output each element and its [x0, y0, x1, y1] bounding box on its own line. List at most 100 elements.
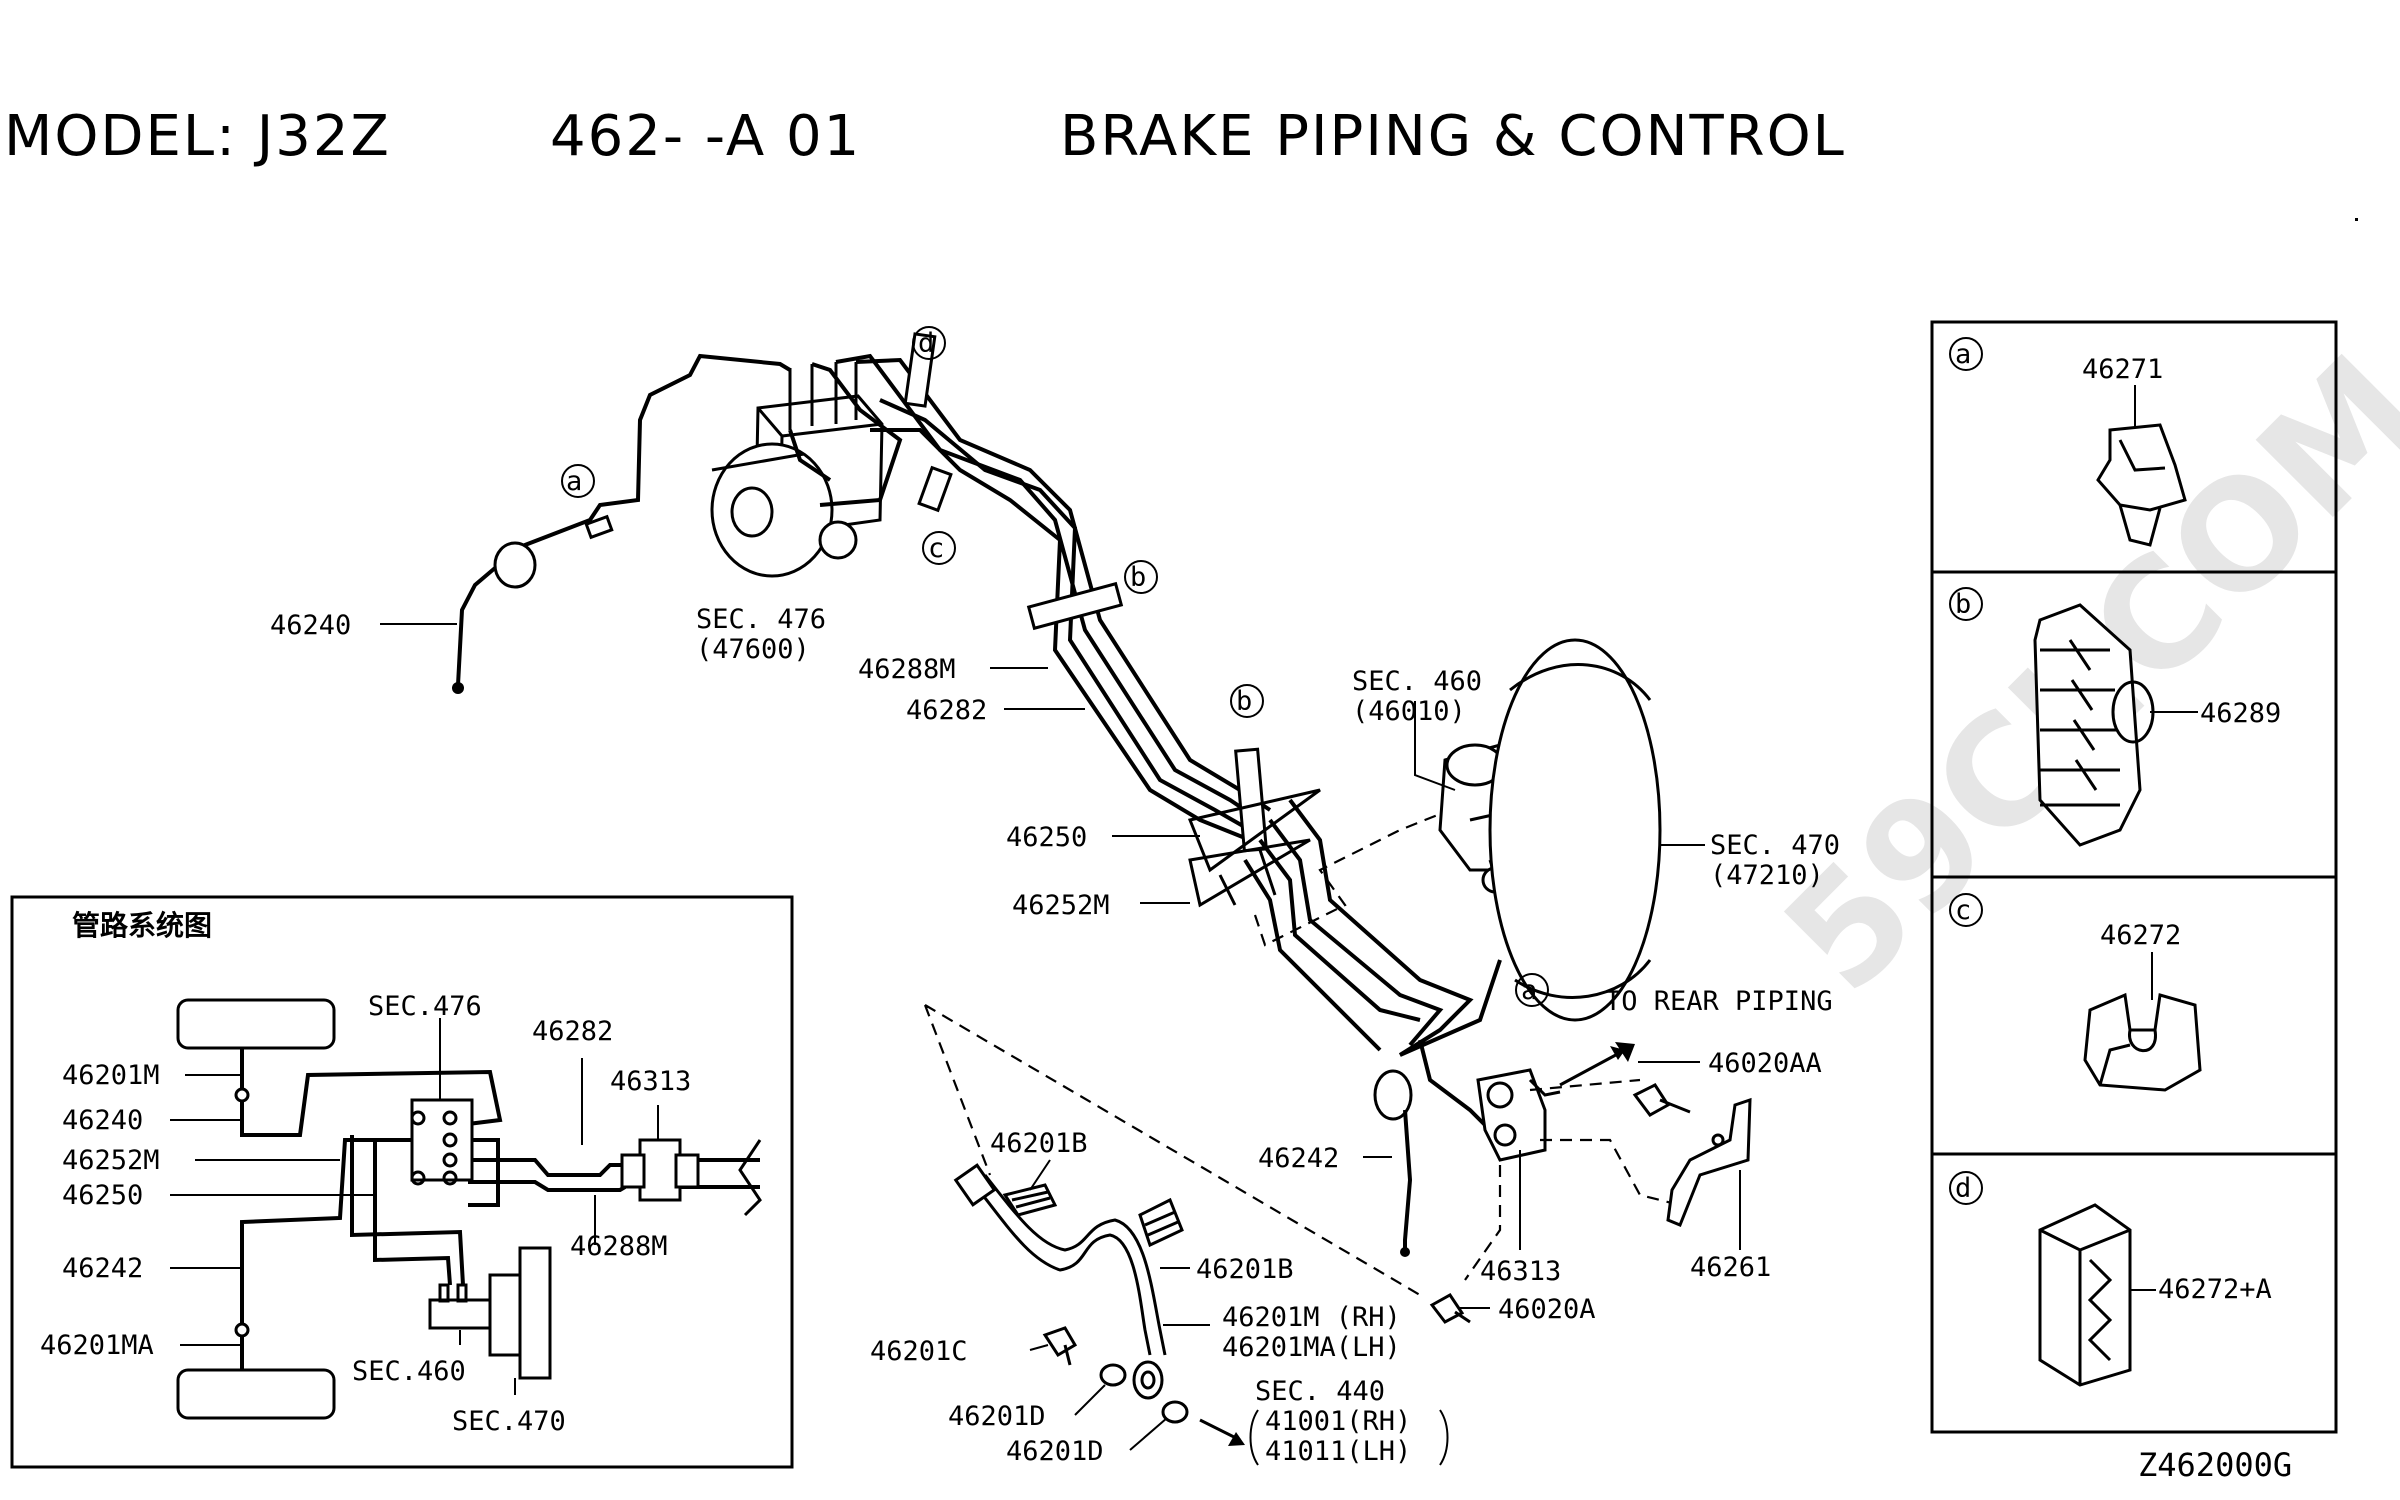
- abs-unit: [410, 1098, 474, 1182]
- grommet-46240: [493, 541, 537, 589]
- label-46201M-rh: 46201M (RH): [1222, 1302, 1401, 1333]
- svg-text:c: c: [1955, 895, 1971, 926]
- label-46252M: 46252M: [1012, 890, 1110, 921]
- clip-46289-icon: [2033, 603, 2155, 847]
- label-46288M: 46288M: [858, 654, 956, 685]
- label-46250: 46250: [1006, 822, 1087, 853]
- callout-b-lower: b: [1230, 684, 1264, 718]
- brake-booster: [1488, 638, 1662, 1022]
- clip-46271-icon: [2096, 423, 2187, 547]
- svg-text:a: a: [566, 466, 582, 497]
- label-46201D-a: 46201D: [948, 1401, 1046, 1432]
- svg-text:a: a: [1955, 339, 1971, 370]
- section-code: 462- -A 01: [550, 104, 861, 169]
- svg-text:d: d: [1955, 1173, 1971, 1204]
- label-46020AA: 46020AA: [1708, 1048, 1822, 1079]
- label-sec476: SEC. 476: [696, 604, 826, 635]
- callout-a-top: a: [561, 464, 595, 498]
- inset-label-sec460: SEC.460: [352, 1356, 466, 1387]
- panel-cell-d: d 46272+A: [1949, 1171, 2272, 1387]
- svg-text:b: b: [1130, 562, 1146, 593]
- clip-46272A-icon: [2038, 1203, 2132, 1387]
- svg-text:c: c: [928, 533, 944, 564]
- clip-46272-icon: [2083, 992, 2202, 1092]
- inset-label-sec476: SEC.476: [368, 991, 482, 1022]
- inset-label-46282: 46282: [532, 1016, 613, 1047]
- label-46201D-b: 46201D: [1006, 1436, 1104, 1467]
- panel-part-46272: 46272: [2100, 920, 2181, 951]
- label-46242: 46242: [1258, 1143, 1339, 1174]
- label-sec440-lh: 41011(LH): [1265, 1436, 1411, 1467]
- pipe-to-46313: [1418, 1039, 1492, 1132]
- washer-46201D-a: [1099, 1363, 1127, 1387]
- bolt-46020A-icon: [1429, 1293, 1471, 1324]
- clip-d: [903, 332, 937, 408]
- washer-46201D-b: [1161, 1400, 1189, 1424]
- clip-a-left: [584, 514, 614, 540]
- front-brake-hose: [953, 1163, 1167, 1400]
- label-46313: 46313: [1480, 1256, 1561, 1287]
- panel-cell-c: c 46272: [1949, 893, 2202, 1092]
- abs-actuator: [710, 362, 884, 578]
- to-rear-arrow: [1610, 1042, 1635, 1062]
- svg-text:b: b: [1955, 589, 1971, 620]
- inset-label-46250: 46250: [62, 1180, 143, 1211]
- panel-cell-a: a 46271: [1949, 337, 2187, 547]
- label-to-rear-piping: TO REAR PIPING: [1605, 986, 1833, 1017]
- inset-label-46288M: 46288M: [570, 1231, 668, 1262]
- panel-cell-b: b 46289: [1949, 587, 2281, 847]
- piping-system-inset: 管路系统图: [10, 895, 794, 1469]
- sec440-arrow: [1228, 1432, 1245, 1446]
- label-sec460-sub: (46010): [1352, 696, 1466, 727]
- label-46201MA-lh: 46201MA(LH): [1222, 1332, 1401, 1363]
- inset-label-46252M: 46252M: [62, 1145, 160, 1176]
- wheel-rear: [176, 1368, 336, 1420]
- to-rear-leader: [1559, 1048, 1626, 1087]
- wheel-front: [176, 998, 336, 1050]
- inset-label-46240: 46240: [62, 1105, 143, 1136]
- inset-label-sec470: SEC.470: [452, 1406, 566, 1437]
- parts-panel: a 46271 b 46289 c 46272: [1930, 320, 2338, 1434]
- bolt-46020AA-icon: [1632, 1083, 1691, 1117]
- pipe-end-46242: [1400, 1247, 1410, 1257]
- callout-b-upper: b: [1124, 560, 1158, 594]
- label-46261: 46261: [1690, 1252, 1771, 1283]
- svg-text:b: b: [1236, 686, 1252, 717]
- callout-d-top: d: [912, 326, 946, 360]
- pipe-46242: [1403, 1109, 1413, 1250]
- master-cyl-block: [428, 1298, 492, 1330]
- svg-text:a: a: [1521, 975, 1537, 1006]
- drawing-id: Z462000G: [2138, 1446, 2292, 1484]
- label-46282: 46282: [906, 695, 987, 726]
- label-sec470-sub: (47210): [1710, 860, 1824, 891]
- mc-dashed-link: [1253, 808, 1451, 947]
- clip-c: [917, 465, 953, 513]
- panel-part-46272A: 46272+A: [2158, 1274, 2272, 1305]
- page-title: BRAKE PIPING & CONTROL: [1060, 104, 1846, 169]
- label-46240: 46240: [270, 610, 351, 641]
- pipe-bundle: [788, 353, 1272, 840]
- svg-text:d: d: [918, 328, 934, 359]
- label-sec470: SEC. 470: [1710, 830, 1840, 861]
- clip-b-upper: [1026, 581, 1124, 631]
- grommet-46242: [1373, 1069, 1413, 1121]
- label-46201B-b: 46201B: [1196, 1254, 1294, 1285]
- inset-label-46201MA: 46201MA: [40, 1330, 154, 1361]
- front-left-pipe: [456, 353, 792, 686]
- callout-a-rear: a: [1515, 973, 1549, 1007]
- sec440-parens: [1249, 1409, 1449, 1466]
- label-sec460: SEC. 460: [1352, 666, 1482, 697]
- label-46201B-a: 46201B: [990, 1128, 1088, 1159]
- panel-part-46289: 46289: [2200, 698, 2281, 729]
- label-sec476-sub: (47600): [696, 634, 810, 665]
- inset-label-46242: 46242: [62, 1253, 143, 1284]
- bolt-46201C-icon: [1042, 1326, 1078, 1366]
- label-46020A: 46020A: [1498, 1294, 1596, 1325]
- inset-label-46201M: 46201M: [62, 1060, 160, 1091]
- model-label: MODEL: J32Z: [4, 104, 391, 169]
- hose-dashed-frame: [923, 1004, 1421, 1296]
- inset-title: 管路系统图: [72, 909, 212, 942]
- junction-46250: [1187, 788, 1502, 1057]
- panel-part-46271: 46271: [2082, 354, 2163, 385]
- bracket-46261: [1666, 1097, 1752, 1227]
